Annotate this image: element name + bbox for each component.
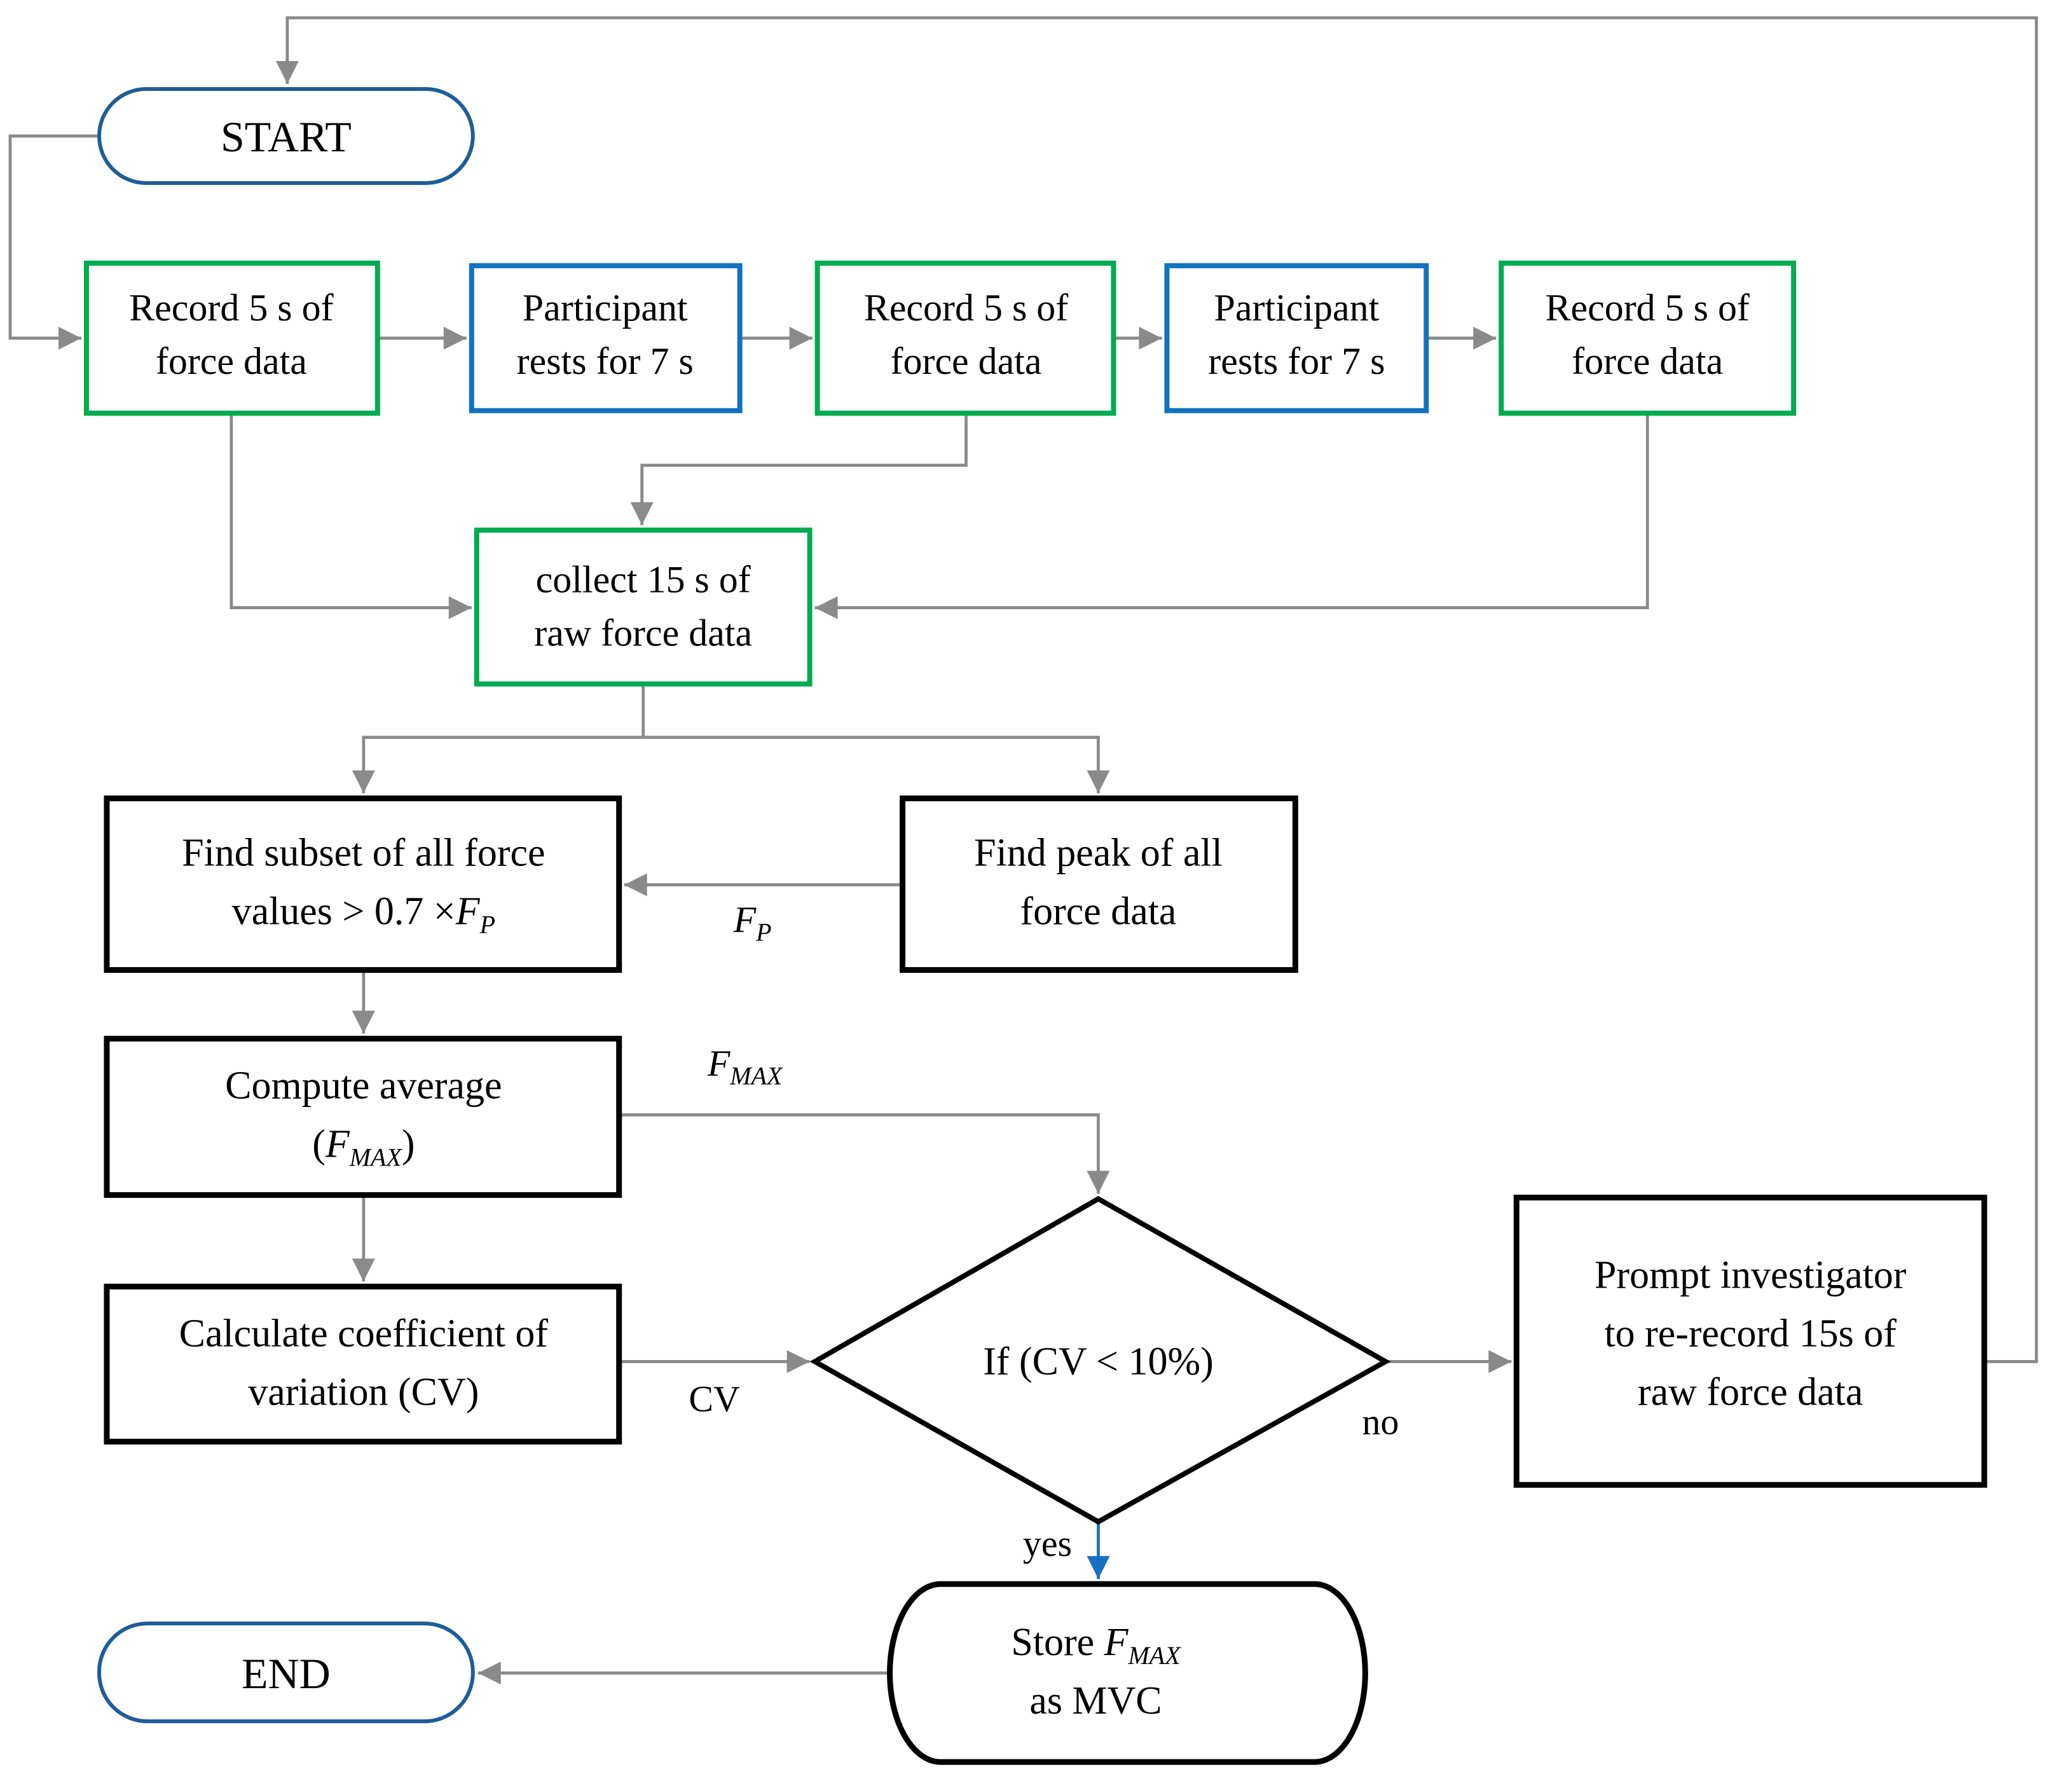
- edge-record1-to-collect: [230, 413, 472, 619]
- node-decision: If (CV < 10%): [809, 1195, 1391, 1525]
- find-subset-line2: values > 0.7 ×FP: [232, 890, 495, 939]
- collect-box: [474, 527, 813, 687]
- decision-diamond: [809, 1195, 1391, 1525]
- node-end: END: [97, 1621, 475, 1724]
- store-line1: Store FMAX: [1011, 1621, 1181, 1670]
- node-prompt: Prompt investigator to re-record 15s of …: [1513, 1194, 1987, 1488]
- calculate-cv-line2: variation (CV): [248, 1370, 479, 1413]
- find-subset-box: [104, 795, 622, 973]
- calculate-cv-box: [104, 1283, 622, 1445]
- prompt-line1: Prompt investigator: [1595, 1253, 1907, 1296]
- find-subset-line1: Find subset of all force: [182, 832, 545, 875]
- decision-label: If (CV < 10%): [983, 1340, 1214, 1383]
- node-find-peak: Find peak of all force data: [900, 795, 1298, 973]
- edge-record3-to-collect: [814, 413, 1649, 619]
- record1-box: [83, 260, 380, 416]
- edge-label-cv: CV: [689, 1378, 740, 1419]
- record1-line2: force data: [156, 340, 307, 382]
- node-record2: Record 5 s of force data: [814, 260, 1116, 416]
- find-peak-line2: force data: [1020, 890, 1176, 933]
- record2-line1: Record 5 s of: [864, 287, 1068, 329]
- edge-collect-to-find-peak: [643, 736, 1110, 794]
- find-peak-line1: Find peak of all: [974, 832, 1223, 875]
- node-rest2: Participant rests for 7 s: [1164, 263, 1429, 413]
- node-calculate-cv: Calculate coefficient of variation (CV): [104, 1283, 622, 1445]
- rest1-line2: rests for 7 s: [517, 340, 694, 382]
- connectors: [8, 16, 2038, 1685]
- edge-start-to-record1: [8, 134, 99, 350]
- edge-labels: FP FMAX CV no yes: [689, 899, 1399, 1565]
- rest2-line1: Participant: [1214, 287, 1379, 329]
- node-record1: Record 5 s of force data: [83, 260, 380, 416]
- record1-line1: Record 5 s of: [129, 287, 333, 329]
- rest2-box: [1164, 263, 1429, 413]
- edge-loop-prompt-to-start: [275, 16, 2038, 1363]
- end-terminal-shape: [97, 1621, 475, 1724]
- rest1-box: [469, 263, 743, 413]
- prompt-line3: raw force data: [1638, 1370, 1863, 1413]
- node-rest1: Participant rests for 7 s: [469, 263, 743, 413]
- collect-line1: collect 15 s of: [536, 559, 751, 601]
- prompt-box: [1513, 1194, 1987, 1488]
- compute-average-box: [104, 1035, 622, 1198]
- record2-box: [814, 260, 1116, 416]
- record2-line2: force data: [891, 340, 1042, 382]
- edge-record2-to-collect: [630, 413, 968, 525]
- record3-box: [1499, 260, 1797, 416]
- edge-label-fp: FP: [733, 899, 772, 947]
- prompt-line2: to re-record 15s of: [1604, 1312, 1897, 1355]
- start-terminal-shape: [97, 86, 475, 185]
- rest1-line1: Participant: [523, 287, 688, 329]
- start-label: START: [221, 113, 352, 161]
- store-shape: [887, 1581, 1368, 1765]
- rest2-line2: rests for 7 s: [1208, 340, 1385, 382]
- edge-label-fmax: FMAX: [707, 1042, 783, 1090]
- node-collect: collect 15 s of raw force data: [474, 527, 813, 687]
- edge-label-no: no: [1362, 1401, 1399, 1442]
- compute-average-line2: (FMAX): [312, 1122, 415, 1171]
- node-compute-average: Compute average (FMAX): [104, 1035, 622, 1198]
- edge-label-yes: yes: [1023, 1523, 1072, 1564]
- node-record3: Record 5 s of force data: [1499, 260, 1797, 416]
- compute-average-line1: Compute average: [225, 1064, 502, 1107]
- find-peak-box: [900, 795, 1298, 973]
- end-label: END: [242, 1649, 331, 1698]
- store-line2: as MVC: [1029, 1679, 1162, 1722]
- node-find-subset: Find subset of all force values > 0.7 ×F…: [104, 795, 622, 973]
- edge-collect-to-find-subset: [352, 684, 645, 794]
- calculate-cv-line1: Calculate coefficient of: [179, 1312, 549, 1355]
- node-start: START: [97, 86, 475, 185]
- record3-line1: Record 5 s of: [1545, 287, 1749, 329]
- record3-line2: force data: [1572, 340, 1723, 382]
- collect-line2: raw force data: [534, 612, 752, 654]
- edge-fmax-compute-to-decision: [619, 1113, 1110, 1194]
- node-store: Store FMAX as MVC: [887, 1581, 1368, 1765]
